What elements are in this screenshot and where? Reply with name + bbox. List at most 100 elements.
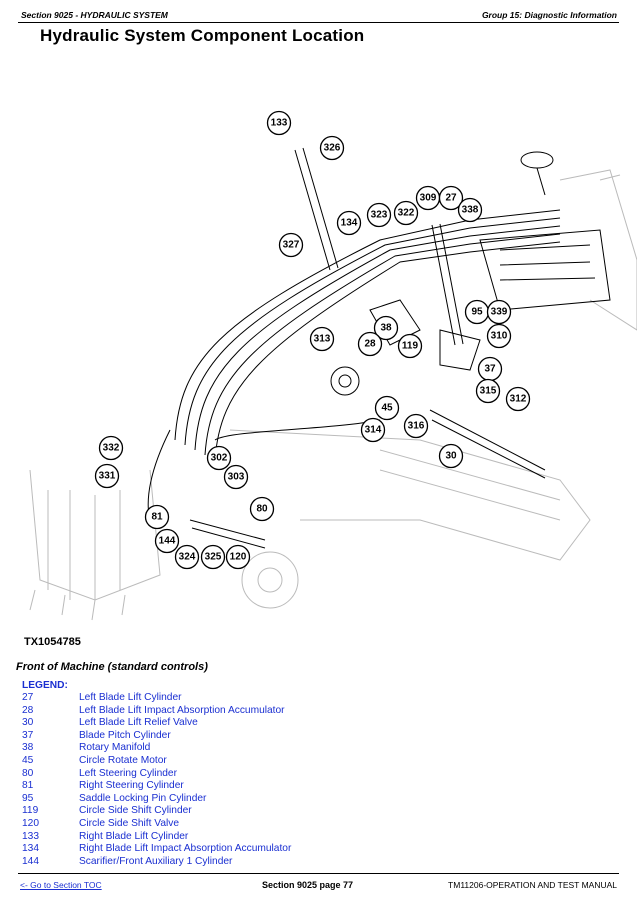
callout-circle — [144, 504, 170, 530]
callout-label: 303 — [228, 472, 245, 483]
callout-label: 324 — [179, 552, 196, 563]
callout-circle — [403, 413, 429, 439]
callout-309: 309 — [415, 185, 441, 211]
callout-27: 27 — [438, 185, 464, 211]
legend-item-label: Circle Side Shift Cylinder — [79, 805, 192, 817]
callout-circle — [393, 200, 419, 226]
callout-circle — [486, 323, 512, 349]
legend-item-number: 37 — [22, 729, 34, 741]
callout-label: 134 — [341, 218, 358, 229]
figure-caption: Front of Machine (standard controls) — [16, 661, 208, 673]
header-divider — [18, 22, 619, 23]
callout-circle — [374, 395, 400, 421]
footer-divider — [18, 873, 619, 874]
callout-circle — [373, 315, 399, 341]
callout-label: 316 — [408, 421, 425, 432]
callout-label: 312 — [510, 394, 527, 405]
callout-95: 95 — [464, 299, 490, 325]
callout-circle — [249, 496, 275, 522]
callout-label: 326 — [324, 143, 341, 154]
callout-label: 323 — [371, 210, 388, 221]
callout-45: 45 — [374, 395, 400, 421]
callout-label: 339 — [491, 307, 508, 318]
legend-item-number: 81 — [22, 780, 34, 792]
legend-item-label: Left Blade Lift Relief Valve — [79, 717, 198, 729]
callout-circle — [397, 333, 423, 359]
callout-label: 133 — [271, 118, 288, 129]
toc-link[interactable]: <- Go to Section TOC — [20, 880, 102, 890]
callout-circle — [94, 463, 120, 489]
legend-item-label: Right Blade Lift Impact Absorption Accum… — [79, 843, 292, 855]
legend-item: 120 Circle Side Shift Valve — [22, 818, 291, 831]
callout-315: 315 — [475, 378, 501, 404]
callout-circle — [309, 326, 335, 352]
callout-302: 302 — [206, 445, 232, 471]
callout-label: 322 — [398, 208, 415, 219]
legend-item-number: 27 — [22, 692, 34, 703]
callout-circle — [278, 232, 304, 258]
callout-label: 309 — [420, 193, 437, 204]
callout-316: 316 — [403, 413, 429, 439]
callout-label: 95 — [471, 307, 483, 318]
callout-circle — [98, 435, 124, 461]
callout-circle — [225, 544, 251, 570]
callout-label: 327 — [283, 240, 300, 251]
callout-label: 28 — [364, 339, 376, 350]
callout-label: 27 — [445, 193, 457, 204]
callout-circle — [206, 445, 232, 471]
callout-312: 312 — [505, 386, 531, 412]
callout-label: 338 — [462, 205, 479, 216]
machine-line-drawing — [29, 147, 637, 621]
callout-80: 80 — [249, 496, 275, 522]
callout-28: 28 — [357, 331, 383, 357]
callout-circle — [266, 110, 292, 136]
group-header: Group 15: Diagnostic Information — [481, 10, 617, 20]
callout-circle — [475, 378, 501, 404]
legend-item-label: Rotary Manifold — [79, 742, 151, 754]
callout-323: 323 — [366, 202, 392, 228]
callout-label: 30 — [445, 451, 457, 462]
callout-circle — [438, 185, 464, 211]
page-number: Section 9025 page 77 — [262, 880, 354, 890]
legend-item: 95 Saddle Locking Pin Cylinder — [22, 793, 291, 806]
legend-item: 81 Right Steering Cylinder — [22, 780, 291, 793]
legend-title: LEGEND: — [22, 680, 68, 691]
callout-326: 326 — [319, 135, 345, 161]
callout-circle — [438, 443, 464, 469]
callout-circle — [174, 544, 200, 570]
callout-303: 303 — [223, 464, 249, 490]
legend-item-label: Scarifier/Front Auxiliary 1 Cylinder — [79, 855, 233, 867]
callout-circle — [336, 210, 362, 236]
legend-item-label: Right Steering Cylinder — [79, 780, 184, 792]
legend-item-label: Circle Side Shift Valve — [79, 817, 180, 829]
legend-item-label: Left Steering Cylinder — [79, 767, 177, 779]
legend-item-number: 120 — [22, 817, 39, 829]
callout-label: 313 — [314, 334, 331, 345]
callout-331: 331 — [94, 463, 120, 489]
callout-label: 315 — [480, 386, 497, 397]
callout-label: 81 — [151, 512, 163, 523]
callout-38: 38 — [373, 315, 399, 341]
legend-item-label: Left Blade Lift Cylinder — [79, 692, 182, 703]
legend-item-label: Saddle Locking Pin Cylinder — [79, 792, 207, 804]
callout-circle — [486, 299, 512, 325]
callout-310: 310 — [486, 323, 512, 349]
callout-label: 45 — [381, 403, 393, 414]
callout-circle — [366, 202, 392, 228]
legend-item-number: 95 — [22, 792, 34, 804]
legend-item-number: 133 — [22, 830, 39, 842]
callout-144: 144 — [154, 528, 180, 554]
callout-37: 37 — [477, 356, 503, 382]
callout-label: 144 — [159, 536, 176, 547]
callout-338: 338 — [457, 197, 483, 223]
page-title: Hydraulic System Component Location — [40, 26, 365, 45]
